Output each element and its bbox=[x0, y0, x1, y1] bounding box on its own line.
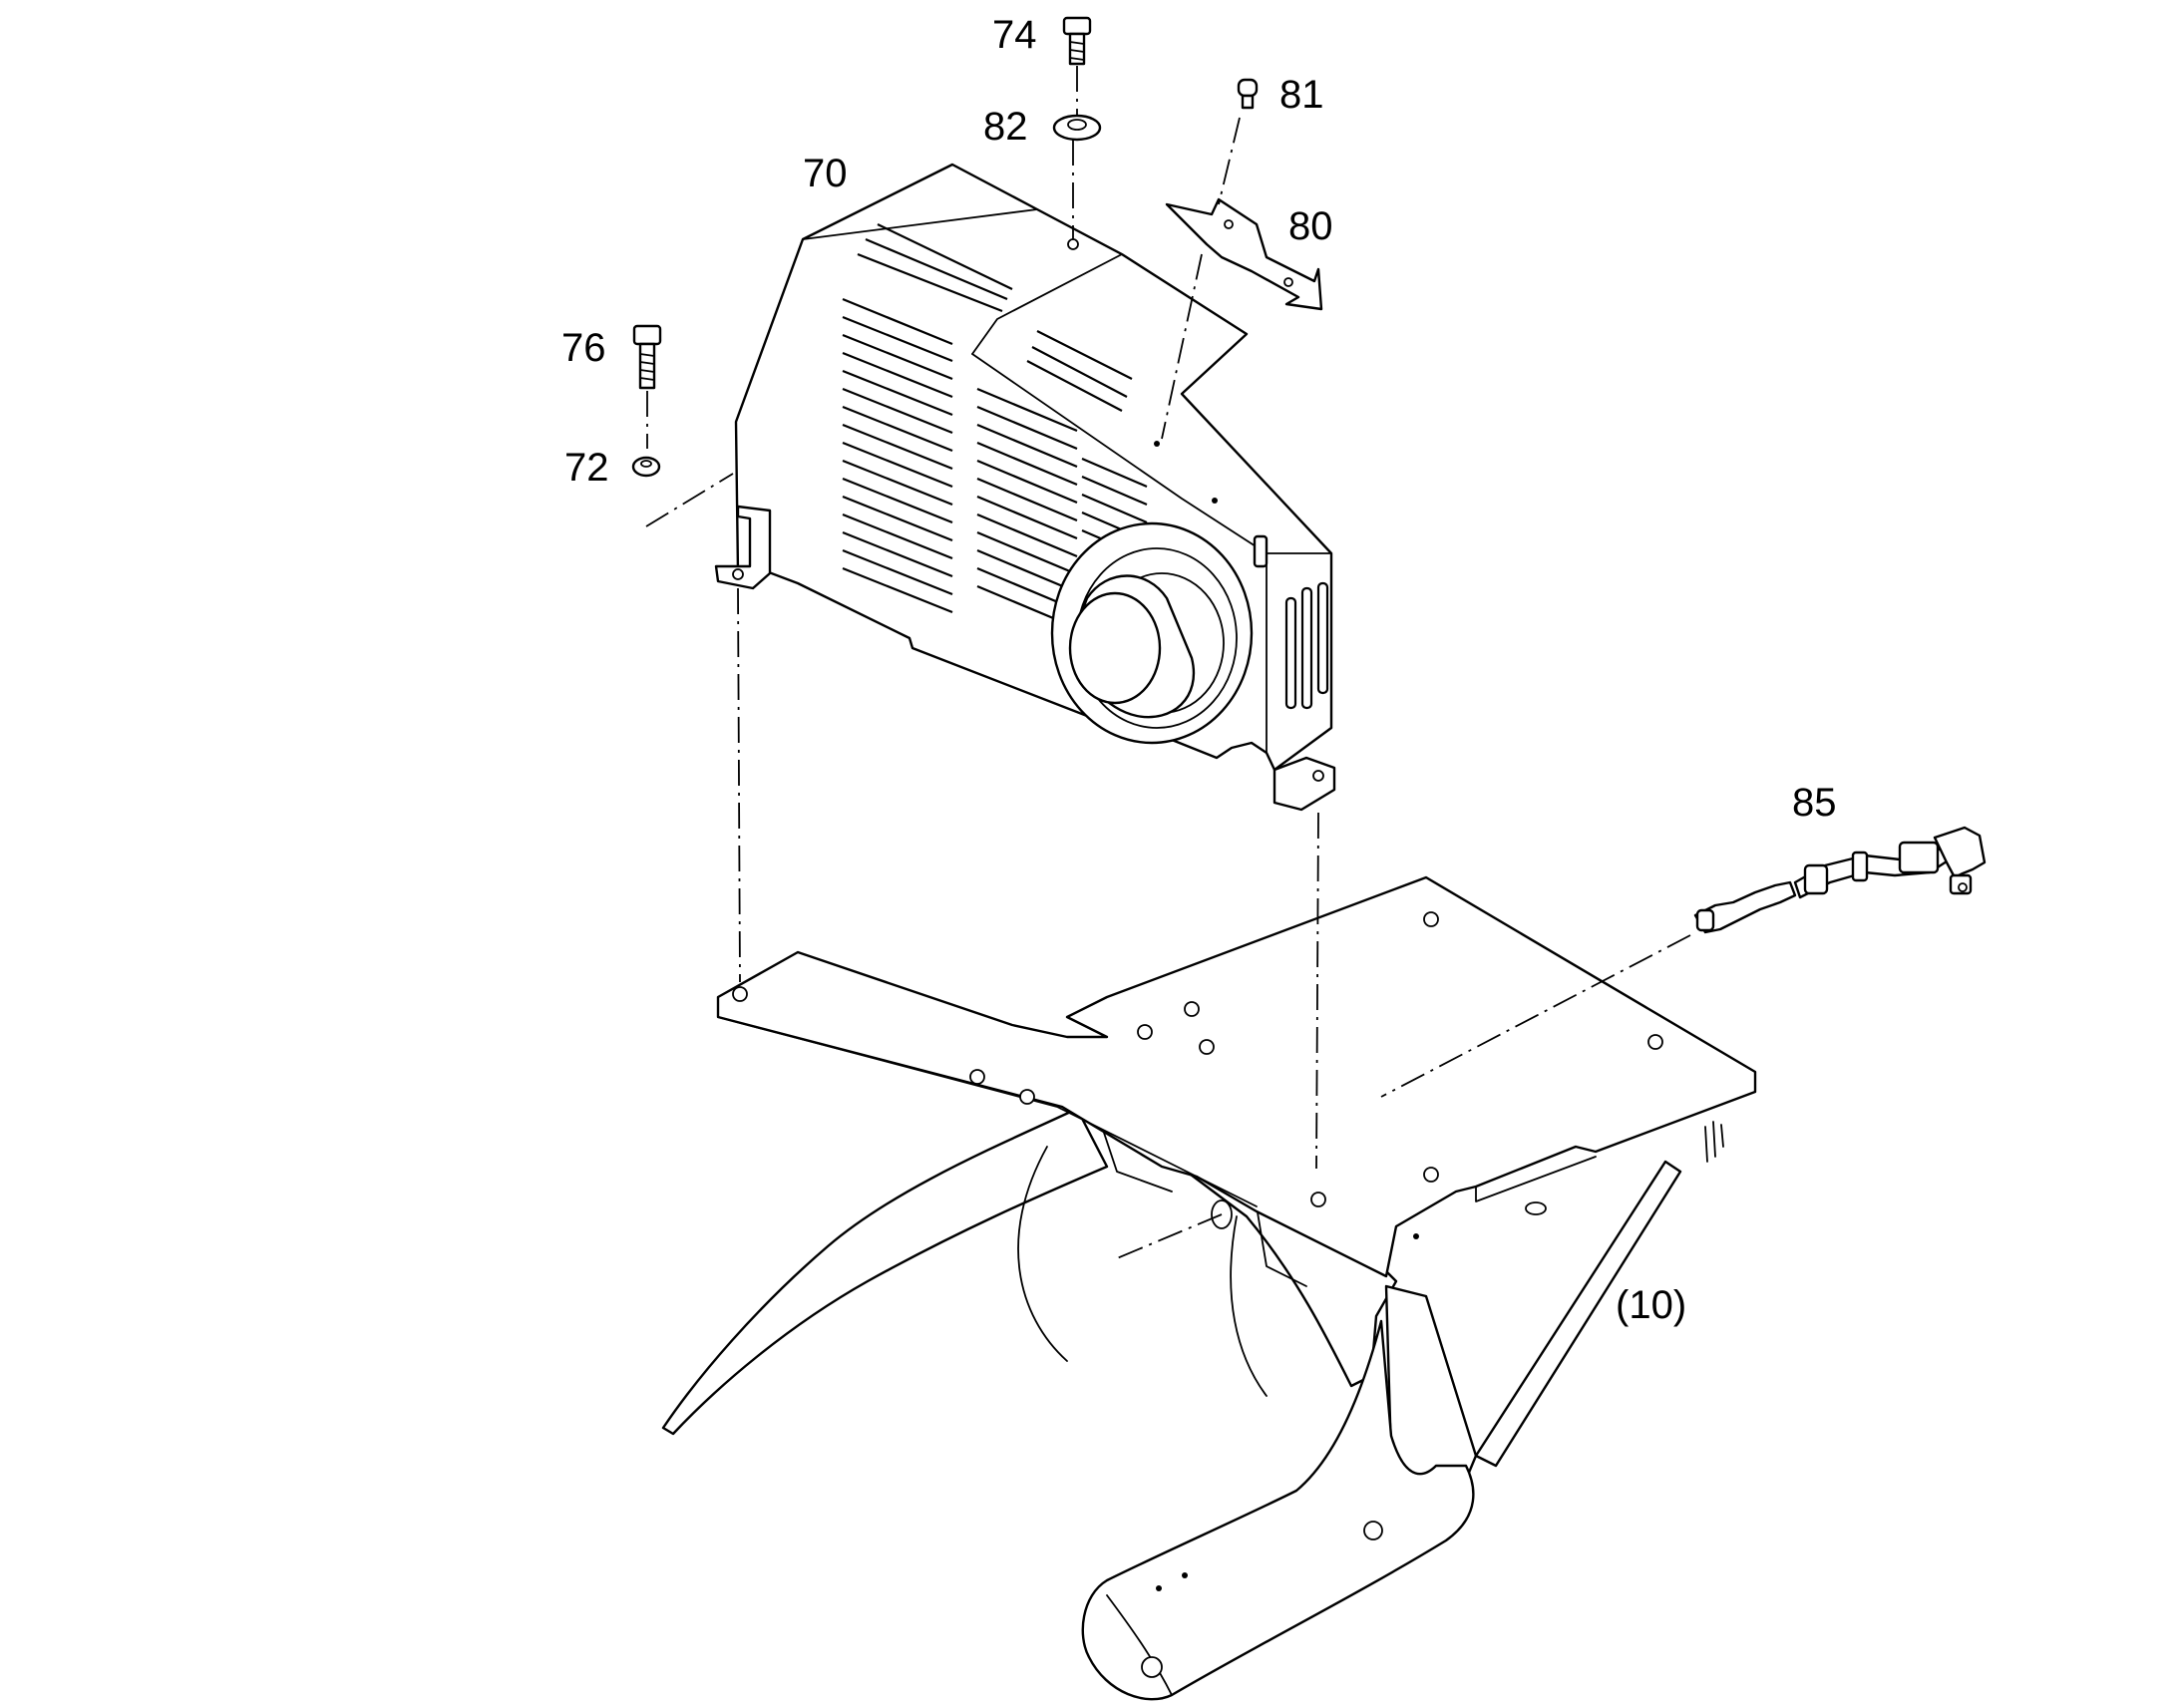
left-mounting-foot bbox=[714, 505, 772, 590]
assembly-leader-lines bbox=[645, 66, 1691, 1259]
elbow-fitting bbox=[1933, 826, 1987, 879]
callout-76: 76 bbox=[561, 326, 606, 370]
callout-74: 74 bbox=[992, 13, 1037, 57]
right-mounting-foot bbox=[1272, 756, 1336, 812]
washer-82 bbox=[1052, 114, 1102, 142]
direction-arrow-decal bbox=[1165, 197, 1323, 311]
vent-louvers bbox=[842, 223, 1148, 630]
right-diagonal-brace bbox=[1474, 1160, 1682, 1468]
heater-housing bbox=[714, 163, 1336, 812]
plate-hole bbox=[732, 986, 748, 1002]
bolt-76 bbox=[632, 324, 662, 390]
screw-81 bbox=[1237, 78, 1259, 110]
plate-hole bbox=[969, 1069, 985, 1085]
plate-hole bbox=[1184, 1001, 1200, 1017]
callout-82: 82 bbox=[983, 105, 1028, 149]
fan-guard bbox=[1050, 521, 1254, 745]
left-curved-leg bbox=[661, 1107, 1109, 1436]
callout-85: 85 bbox=[1792, 781, 1837, 825]
callouts: 74 82 81 70 80 76 72 85 (10) bbox=[561, 13, 1837, 1327]
callout-81: 81 bbox=[1279, 73, 1324, 117]
plate-hole bbox=[1647, 1034, 1663, 1050]
callout-10: (10) bbox=[1616, 1283, 1686, 1327]
plate-hole bbox=[1019, 1089, 1035, 1105]
sensor-hose-assembly bbox=[1693, 826, 1987, 934]
lower-front-arm bbox=[1081, 1319, 1475, 1701]
plate-hole bbox=[1423, 1167, 1439, 1183]
callout-70: 70 bbox=[803, 152, 848, 195]
plate-hole bbox=[1137, 1024, 1153, 1040]
callout-72: 72 bbox=[564, 446, 609, 490]
bolt-74 bbox=[1062, 16, 1092, 66]
sensor-body bbox=[1693, 880, 1797, 934]
washer-72 bbox=[631, 456, 661, 478]
plate-hole bbox=[1423, 911, 1439, 927]
plate-hole bbox=[1199, 1039, 1215, 1055]
mounting-plate bbox=[716, 875, 1757, 1278]
plate-hole bbox=[1310, 1192, 1326, 1207]
console-base-assembly bbox=[661, 875, 1757, 1701]
callout-80: 80 bbox=[1288, 204, 1333, 248]
